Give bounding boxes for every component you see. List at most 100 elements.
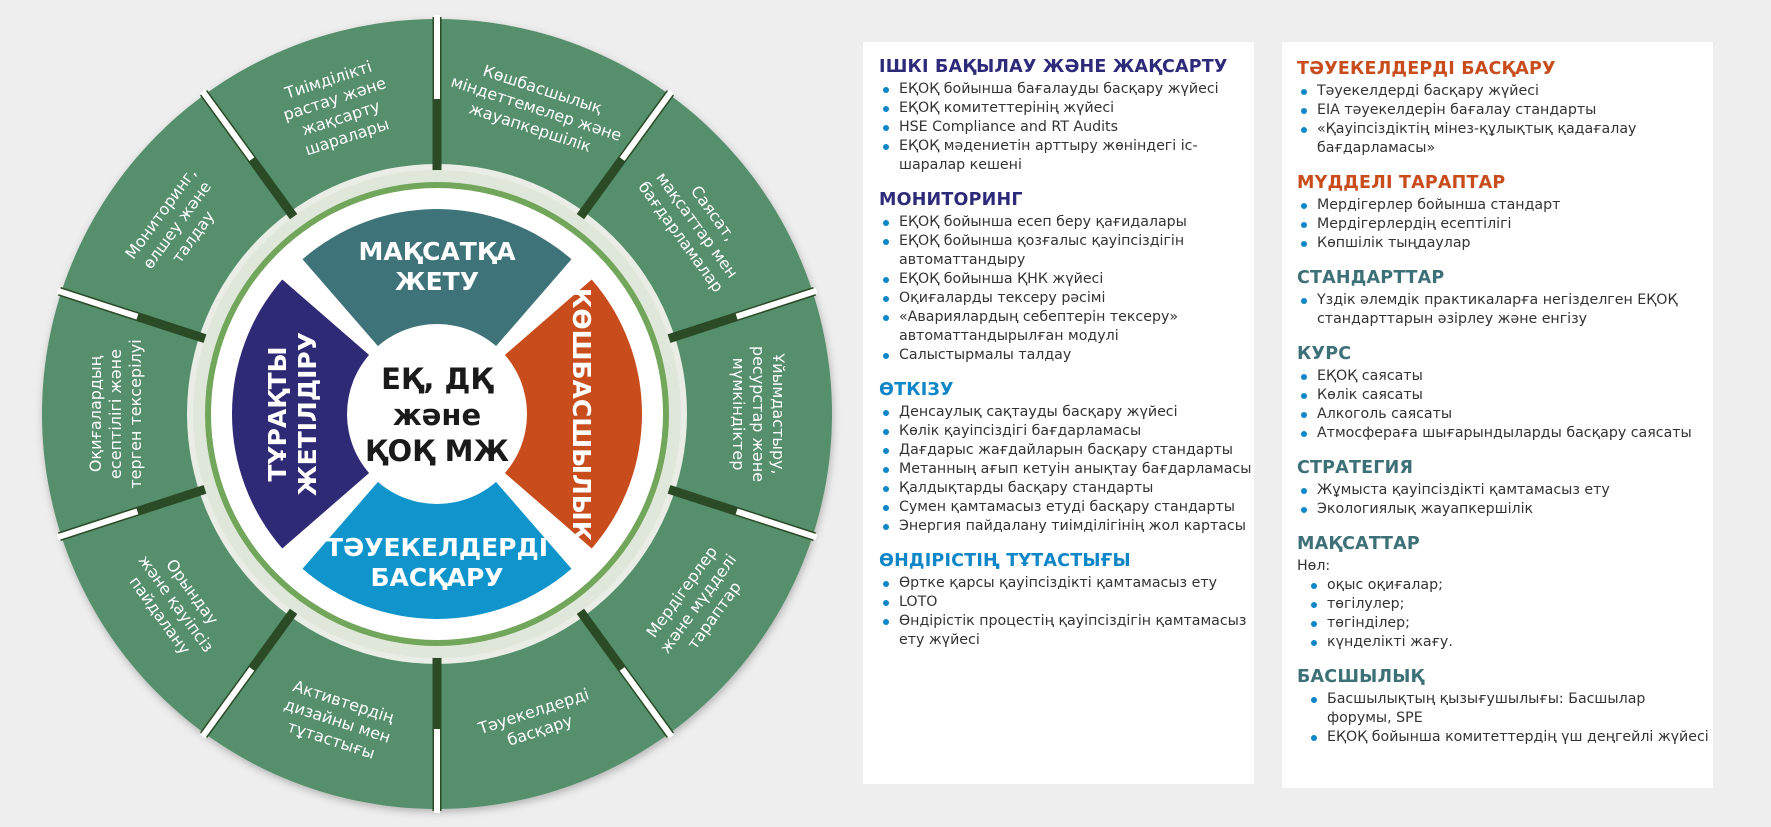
segment-gap bbox=[56, 287, 139, 320]
list-item: Көлік қауіпсіздігі бағдарламасы bbox=[879, 422, 1254, 441]
section-title: БАСШЫЛЫҚ bbox=[1297, 667, 1425, 687]
center-disc bbox=[347, 324, 527, 504]
quadrant-label-line: БАСҚАРУ bbox=[370, 563, 503, 592]
quadrant-label-line: ЖЕТІЛДІРУ bbox=[293, 332, 322, 496]
quadrant-label-line: МАҚСАТҚА bbox=[358, 237, 516, 266]
quadrant-label-line: ТҰРАҚТЫ bbox=[263, 346, 292, 481]
list-item: Алкоголь саясаты bbox=[1297, 405, 1713, 424]
list-item: HSE Compliance and RT Audits bbox=[879, 118, 1254, 137]
segment-label: ресурстар және bbox=[749, 346, 768, 482]
quadrant-right-label: КӨШБАСШЫЛЫҚ bbox=[567, 288, 596, 542]
list-item: Энергия пайдалану тиімділігінің жол карт… bbox=[879, 517, 1254, 536]
info-section: ІШКІ БАҚЫЛАУ ЖӘНЕ ЖАҚСАРТУ ЕҚОҚ бойынша б… bbox=[879, 56, 1254, 175]
section-list: Өртке қарсы қауіпсіздікті қамтамасыз ету… bbox=[879, 574, 1254, 650]
info-section: ТӘУЕКЕЛДЕРДІ БАСҚАРУ Тәуекелдерді басқару… bbox=[1297, 58, 1713, 158]
segment-label: терген тексерілуі bbox=[126, 339, 145, 488]
list-item: ЕҚОҚ мәдениетін арттыру жөніндегі іс-шар… bbox=[879, 137, 1254, 175]
list-item: оқыс оқиғалар; bbox=[1297, 576, 1713, 595]
section-list: оқыс оқиғалар;төгілулер;төгінділер;күнде… bbox=[1297, 576, 1713, 652]
list-item: Өндірістік процестің қауіпсіздігін қамта… bbox=[879, 612, 1254, 650]
list-item: Мердігерлердің есептілігі bbox=[1297, 215, 1713, 234]
section-title: ІШКІ БАҚЫЛАУ ЖӘНЕ ЖАҚСАРТУ bbox=[879, 57, 1228, 77]
quadrant-left bbox=[231, 279, 371, 549]
info-section: БАСШЫЛЫҚ Басшылықтың қызығушылығы: Басшыл… bbox=[1297, 666, 1713, 747]
segment-label: Оқиғалардың bbox=[86, 355, 105, 472]
list-item: ЕҚОҚ бойынша ҚНК жүйесі bbox=[879, 270, 1254, 289]
section-intro: Нөл: bbox=[1297, 558, 1331, 574]
list-item: Дағдарыс жағдайларын басқару стандарты bbox=[879, 441, 1254, 460]
list-item: күнделікті жағу. bbox=[1297, 633, 1713, 652]
list-item: Атмосфераға шығарындыларды басқару саяса… bbox=[1297, 424, 1713, 443]
segment-gap bbox=[735, 508, 818, 541]
section-title: ӨТКІЗУ bbox=[879, 380, 954, 400]
list-item: Үздік әлемдік практикаларға негізделген … bbox=[1297, 291, 1713, 329]
section-title: МОНИТОРИНГ bbox=[879, 190, 1023, 210]
segment-gap bbox=[735, 287, 818, 320]
quadrant-label-line: ТӘУЕКЕЛДЕРДІ bbox=[326, 533, 548, 562]
section-title: ӨНДІРІСТІҢ ТҰТАСТЫҒЫ bbox=[879, 551, 1131, 571]
section-title: СТРАТЕГИЯ bbox=[1297, 458, 1414, 478]
segment-label: мүмкіндіктер bbox=[729, 358, 748, 471]
list-item: ЕҚОҚ бойынша есеп беру қағидалары bbox=[879, 213, 1254, 232]
list-item: Көпшілік тыңдаулар bbox=[1297, 234, 1713, 253]
section-title: ТӘУЕКЕЛДЕРДІ БАСҚАРУ bbox=[1297, 59, 1556, 79]
list-item: Тәуекелдерді басқару жүйесі bbox=[1297, 82, 1713, 101]
section-title: КУРС bbox=[1297, 344, 1352, 364]
segment-gap bbox=[619, 667, 674, 739]
list-item: ЕҚОҚ комитеттерінің жүйесі bbox=[879, 99, 1254, 118]
segment-gap bbox=[619, 89, 674, 161]
section-list: Басшылықтың қызығушылығы: Басшылар форум… bbox=[1297, 690, 1713, 747]
segment-gap bbox=[200, 667, 255, 739]
quadrant-top bbox=[302, 209, 572, 348]
list-item: ЕҚОҚ бойынша комитеттердің үш деңгейлі ж… bbox=[1297, 728, 1713, 747]
list-item: Метанның ағып кетуін анықтау бағдарламас… bbox=[879, 460, 1254, 479]
right-info-panel: ТӘУЕКЕЛДЕРДІ БАСҚАРУ Тәуекелдерді басқару… bbox=[1282, 42, 1713, 788]
list-item: «Қауіпсіздіктің мінез-құлықтық қадағалау… bbox=[1297, 120, 1713, 158]
list-item: Экологиялық жауапкершілік bbox=[1297, 500, 1713, 519]
list-item: төгілулер; bbox=[1297, 595, 1713, 614]
quadrant-label-line: ЖЕТУ bbox=[395, 267, 479, 296]
list-item: Мердігерлер бойынша стандарт bbox=[1297, 196, 1713, 215]
list-item: Көлік саясаты bbox=[1297, 386, 1713, 405]
info-section: СТРАТЕГИЯ Жұмыста қауіпсіздікті қамтамасы… bbox=[1297, 457, 1713, 519]
info-section: МОНИТОРИНГ ЕҚОҚ бойынша есеп беру қағидал… bbox=[879, 189, 1254, 365]
segment-label: есептілігі және bbox=[106, 349, 125, 479]
list-item: «Авариялардың себептерін тексеру» автома… bbox=[879, 308, 1254, 346]
segment-label: Ұйымдастыру, bbox=[769, 352, 788, 474]
section-list: Үздік әлемдік практикаларға негізделген … bbox=[1297, 291, 1713, 329]
left-info-panel: ІШКІ БАҚЫЛАУ ЖӘНЕ ЖАҚСАРТУ ЕҚОҚ бойынша б… bbox=[863, 42, 1254, 784]
list-item: Қалдықтарды басқару стандарты bbox=[879, 479, 1254, 498]
list-item: Өртке қарсы қауіпсіздікті қамтамасыз ету bbox=[879, 574, 1254, 593]
center-label-line: ЕҚ, ДҚ bbox=[381, 362, 494, 396]
list-item: EIA тәуекелдерін бағалау стандарты bbox=[1297, 101, 1713, 120]
quadrant-right bbox=[503, 279, 643, 549]
center-label-line: ҚОҚ МЖ bbox=[365, 434, 510, 468]
info-section: МҮДДЕЛІ ТАРАПТАР Мердігерлер бойынша стан… bbox=[1297, 172, 1713, 253]
section-title: МҮДДЕЛІ ТАРАПТАР bbox=[1297, 173, 1506, 193]
list-item: Сумен қамтамасыз етуді басқару стандарты bbox=[879, 498, 1254, 517]
list-item: төгінділер; bbox=[1297, 614, 1713, 633]
segment-gap bbox=[56, 508, 139, 541]
list-item: Салыстырмалы талдау bbox=[879, 346, 1254, 365]
list-item: Денсаулық сақтауды басқару жүйесі bbox=[879, 403, 1254, 422]
list-item: Басшылықтың қызығушылығы: Басшылар форум… bbox=[1297, 690, 1713, 728]
list-item: ЕҚОҚ саясаты bbox=[1297, 367, 1713, 386]
info-section: ӨНДІРІСТІҢ ТҰТАСТЫҒЫ Өртке қарсы қауіпсіз… bbox=[879, 550, 1254, 650]
